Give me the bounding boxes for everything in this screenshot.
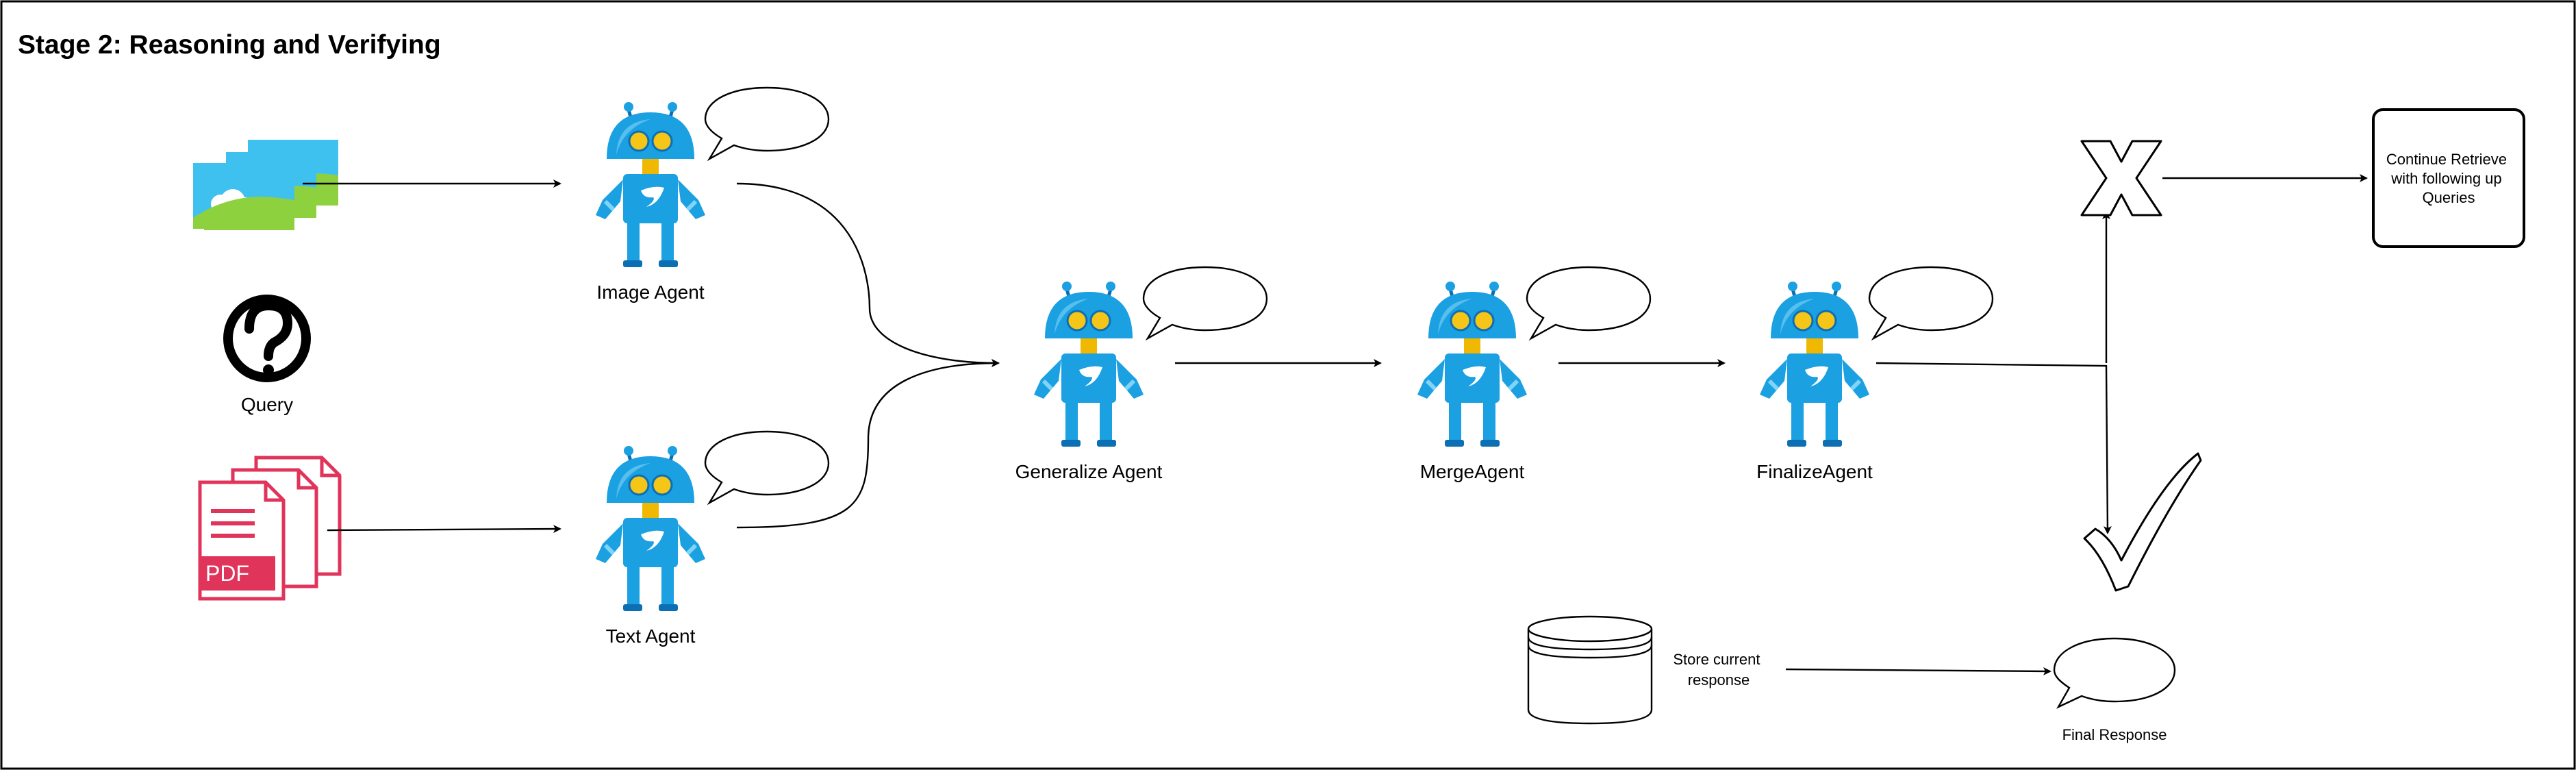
continue-box: Continue Retrieve with following up Quer… (2372, 108, 2525, 248)
store-line-1: Store current (1673, 651, 1760, 668)
check-mark-icon (2083, 452, 2202, 592)
continue-line-2: with following up (2390, 170, 2501, 187)
x-mark-icon (2080, 140, 2162, 216)
images-icon (193, 140, 338, 230)
text-agent-speech-bubble-icon (704, 430, 830, 504)
pdf-files-icon: PDF (200, 458, 340, 599)
generalize-agent-label: Generalize Agent (1015, 461, 1163, 482)
merge-agent-speech-bubble-icon (1526, 266, 1652, 340)
edge-finalize-to-check (1876, 362, 2112, 534)
finalize-agent-label: FinalizeAgent (1756, 461, 1873, 482)
question-icon (223, 295, 311, 382)
svg-text:Continue Retrieve with f: Continue Retrieve with following up Quer… (2386, 151, 2511, 206)
merge-agent-robot-icon (1417, 282, 1527, 447)
image-agent-robot-icon (596, 102, 705, 267)
finalize-agent-robot-icon (1760, 282, 1869, 447)
continue-line-3: Queries (2422, 189, 2475, 206)
text-agent-robot-icon (596, 446, 705, 611)
edge-text-agent-to-generalize (736, 359, 1000, 529)
pdf-badge: PDF (205, 561, 249, 586)
merge-agent-label: MergeAgent (1420, 461, 1525, 482)
query-label: Query (241, 394, 293, 415)
image-agent-label: Image Agent (596, 282, 704, 303)
edge-store-to-final (1785, 667, 2051, 675)
edge-image-agent-to-generalize (736, 182, 1000, 367)
final-response-speech-bubble-icon (2053, 637, 2176, 709)
database-icon (1527, 615, 1653, 725)
store-line-2: response (1688, 671, 1750, 688)
diagram-title: Stage 2: Reasoning and Verifying (18, 30, 441, 60)
generalize-agent-robot-icon (1034, 282, 1144, 447)
image-agent-speech-bubble-icon (704, 86, 830, 160)
edge-pdf-to-text-agent (327, 525, 561, 534)
generalize-agent-speech-bubble-icon (1142, 266, 1268, 340)
continue-line-1: Continue Retrieve (2386, 151, 2507, 168)
finalize-agent-speech-bubble-icon (1868, 266, 1994, 340)
final-response-label: Final Response (2062, 726, 2167, 743)
svg-text:Store current response: Store current response (1673, 651, 1764, 688)
text-agent-label: Text Agent (606, 625, 696, 647)
